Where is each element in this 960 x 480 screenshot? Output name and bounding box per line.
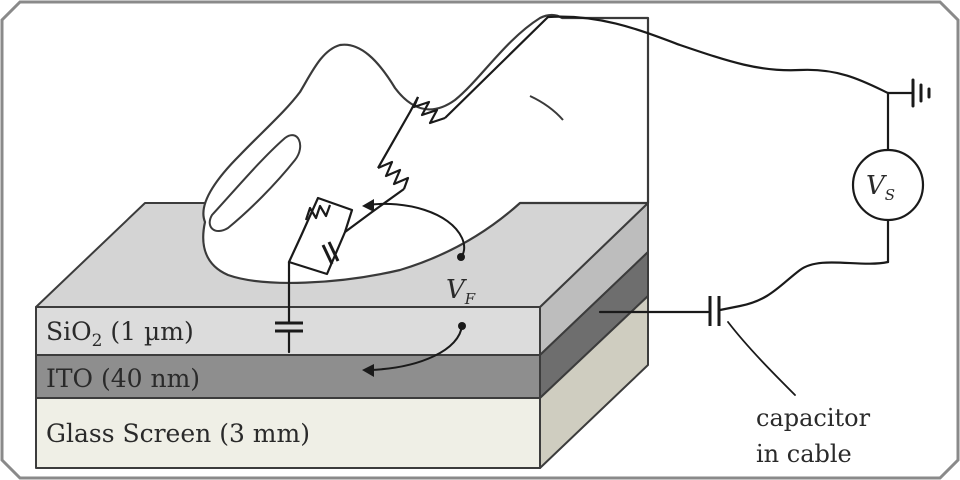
- wire-finger-to-ground: [546, 15, 890, 95]
- finger-rc-icon: [287, 196, 354, 276]
- ground-icon: [911, 78, 931, 108]
- sio2-capacitor-icon: [275, 321, 303, 333]
- fingernail: [208, 134, 302, 233]
- current-node-top: [457, 253, 465, 261]
- sio2-label: SiO2 (1 µm): [46, 317, 194, 351]
- body-resistor-icon: [344, 16, 549, 233]
- arrowhead-lower: [362, 364, 374, 377]
- current-arrows: [367, 202, 466, 371]
- vf-label: VF: [446, 275, 476, 308]
- knuckle-crease: [529, 95, 564, 121]
- capacitor-label-line2: in cable: [756, 440, 852, 468]
- cable-capacitor-icon: [708, 296, 721, 326]
- capacitor-leader-line: [727, 321, 796, 396]
- ito-label: ITO (40 nm): [46, 364, 200, 393]
- ito-front-face: [35, 354, 541, 399]
- voltage-source-icon: [851, 148, 925, 222]
- vs-label: VS: [866, 171, 895, 204]
- current-node-bottom: [458, 322, 466, 330]
- arrowhead-upper: [362, 199, 374, 212]
- wire-source-to-cable: [718, 260, 890, 312]
- capacitor-label-line1: capacitor: [756, 404, 871, 432]
- glass-label: Glass Screen (3 mm): [46, 419, 310, 448]
